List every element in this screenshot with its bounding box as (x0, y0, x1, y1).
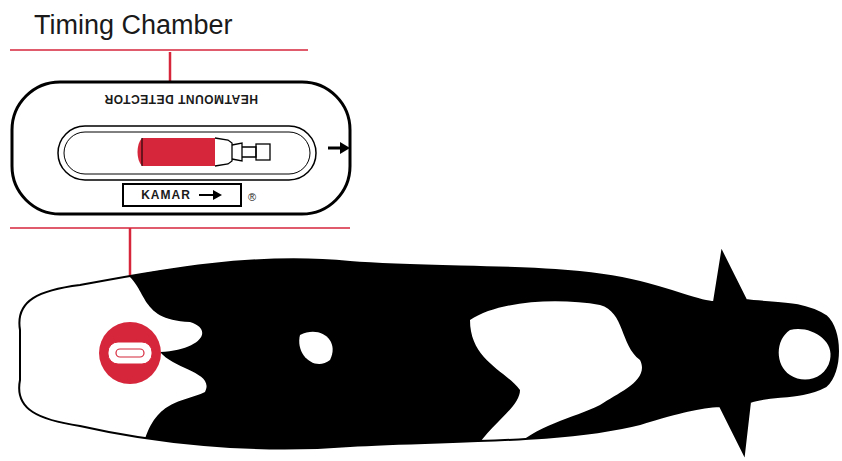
registered-mark: ® (248, 191, 256, 203)
detector-icon (116, 349, 144, 357)
logo-arrow (197, 189, 223, 201)
cow-body (0, 240, 842, 461)
cow-outline (19, 252, 838, 454)
logo-box: KAMAR (122, 183, 242, 207)
underline (10, 49, 308, 51)
brand-name: KAMAR (141, 188, 191, 202)
detector-icon (108, 342, 152, 364)
separator-line (10, 227, 350, 229)
detector-marker (99, 322, 161, 384)
detector-panel: HEATMOUNT DETECTOR KAMAR (10, 80, 352, 216)
callout-title: Timing Chamber (34, 10, 233, 41)
product-name: HEATMOUNT DETECTOR (104, 92, 258, 106)
